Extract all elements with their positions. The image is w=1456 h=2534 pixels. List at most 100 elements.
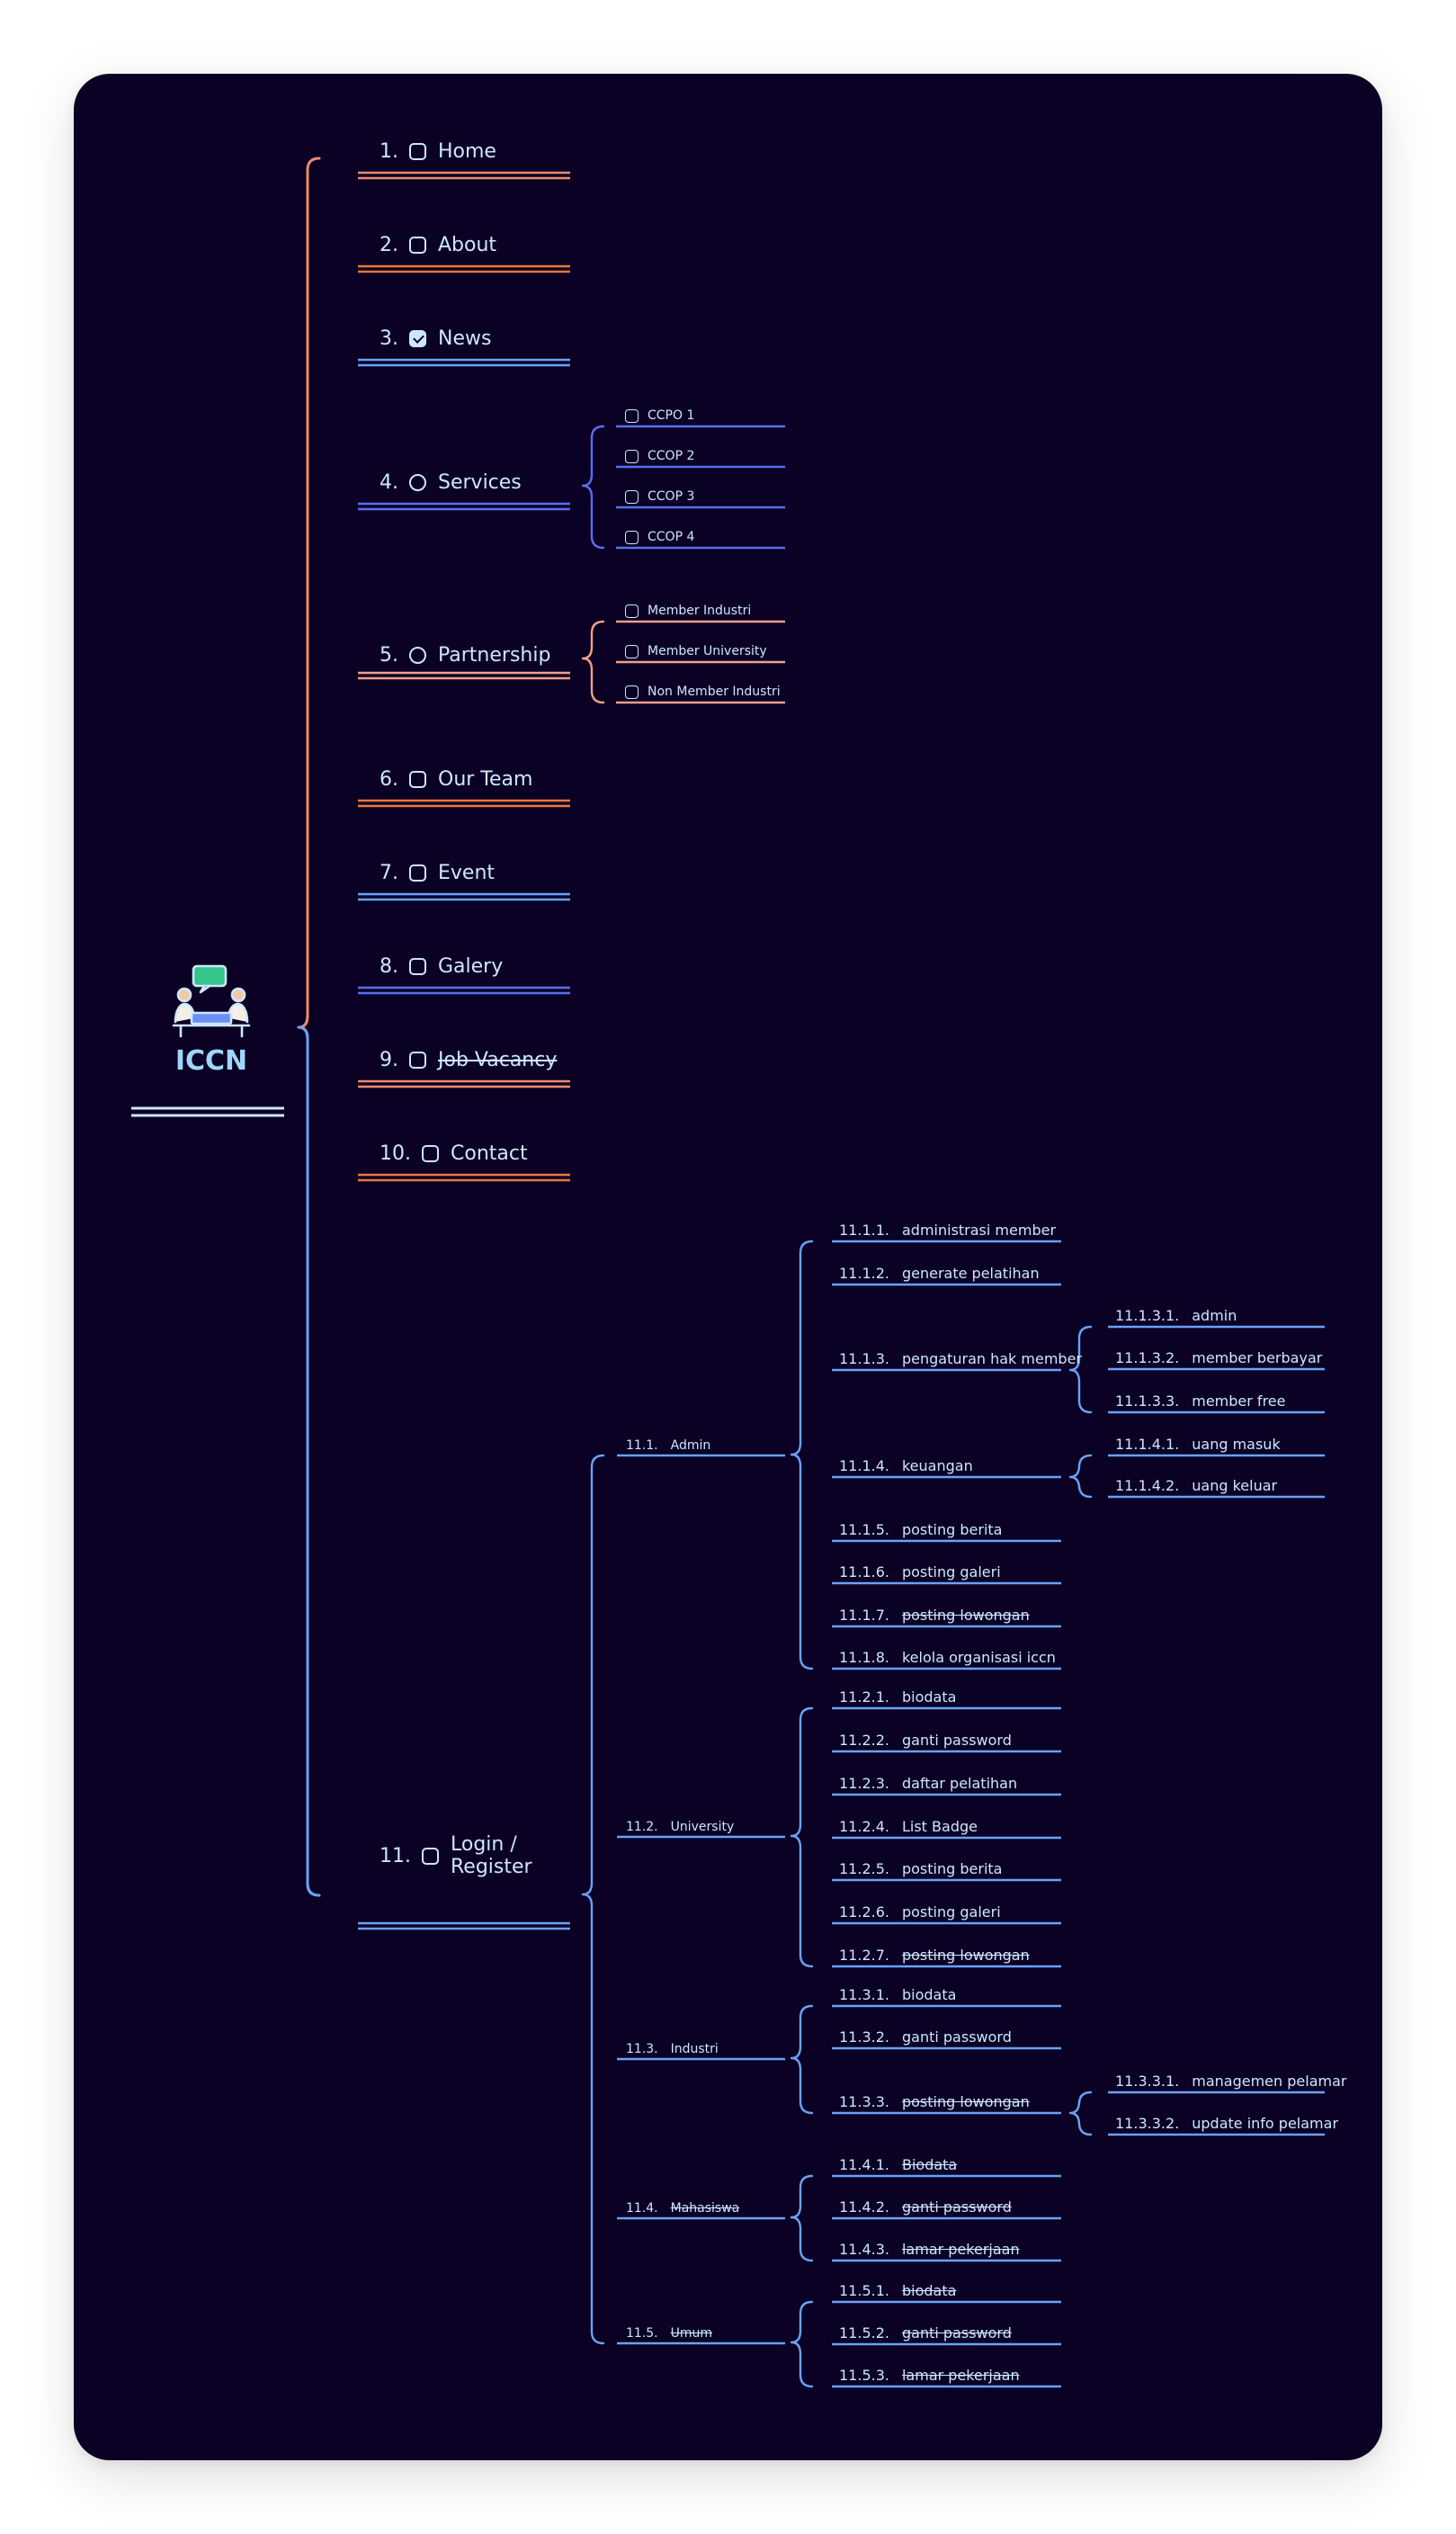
checkbox-icon[interactable] <box>409 958 426 975</box>
option-non-member-industri[interactable]: Non Member Industri <box>625 685 781 699</box>
feature-item[interactable]: 11.4.2.ganti password <box>839 2198 1012 2216</box>
node-number: 11.3.3.2. <box>1115 2115 1180 2132</box>
node-label: Umum <box>670 2326 713 2341</box>
role-mahasiswa[interactable]: 11.4. Mahasiswa <box>626 2201 739 2216</box>
node-label: posting berita <box>901 1521 1003 1538</box>
feature-item[interactable]: 11.2.6.posting galeri <box>839 1903 1001 1921</box>
sub-feature-item[interactable]: 11.1.3.3.member free <box>1115 1392 1285 1410</box>
feature-item[interactable]: 11.2.4.List Badge <box>839 1818 978 1835</box>
sub-feature-item[interactable]: 11.1.4.1. uang masuk <box>1115 1436 1281 1453</box>
role-brace <box>790 2174 814 2262</box>
node-label: administrasi member <box>901 1222 1057 1239</box>
option-ccop-4[interactable]: CCOP 4 <box>625 530 694 544</box>
feature-item[interactable]: 11.2.7.posting lowongan <box>839 1947 1030 1964</box>
feature-item[interactable]: 11.1.4.keuangan <box>839 1457 973 1474</box>
sub-feature-item[interactable]: 11.3.3.2.update info pelamar <box>1115 2115 1338 2132</box>
option-member-university[interactable]: Member University <box>625 644 767 658</box>
menu-item-about[interactable]: 2.About <box>380 234 496 256</box>
node-number: 5. <box>380 644 398 667</box>
feature-item[interactable]: 11.5.2.ganti password <box>839 2324 1012 2341</box>
menu-item-our-team[interactable]: 6.Our Team <box>380 768 532 791</box>
feature-item[interactable]: 11.3.3.posting lowongan <box>839 2093 1030 2110</box>
node-number: 11.1.1. <box>839 1222 889 1239</box>
checkbox-icon[interactable] <box>422 1847 439 1865</box>
option-ccpo-1[interactable]: CCPO 1 <box>625 408 694 423</box>
role-university[interactable]: 11.2.University <box>626 1820 734 1834</box>
menu-item-event[interactable]: 7.Event <box>380 862 495 884</box>
menu-item-news[interactable]: 3.News <box>380 327 491 350</box>
node-number: 11.2.2. <box>839 1732 889 1749</box>
feature-item[interactable]: 11.1.1. administrasi member <box>839 1222 1056 1239</box>
node-label: Mahasiswa <box>670 2201 740 2216</box>
role-admin[interactable]: 11.1.Admin <box>626 1438 710 1453</box>
sub-feature-item[interactable]: 11.1.3.2.member berbayar <box>1115 1349 1322 1366</box>
feature-item[interactable]: 11.2.5.posting berita <box>839 1860 1002 1877</box>
node-number: 11.1.7. <box>839 1607 889 1624</box>
menu-item-galery[interactable]: 8.Galery <box>380 955 503 978</box>
sub-feature-item[interactable]: 11.3.3.1.managemen pelamar <box>1115 2073 1346 2090</box>
menu-item-login-register[interactable]: 11.Login / Register <box>380 1833 549 1879</box>
feature-item[interactable]: 11.1.8.kelola organisasi iccn <box>839 1649 1056 1666</box>
node-label: uang keluar <box>1192 1477 1278 1494</box>
checkbox-icon[interactable] <box>409 771 426 788</box>
checkbox-icon[interactable] <box>625 408 639 423</box>
menu-item-partnership[interactable]: 5.Partnership <box>380 644 550 667</box>
checkbox-icon[interactable] <box>625 489 639 504</box>
checkbox-icon[interactable] <box>409 864 426 882</box>
feature-brace <box>1068 1454 1093 1499</box>
node-number: 11.1.4.1. <box>1115 1436 1180 1453</box>
node-label: keuangan <box>901 1457 973 1474</box>
feature-item[interactable]: 11.1.7.posting lowongan <box>839 1607 1030 1624</box>
feature-item[interactable]: 11.1.3.pengaturan hak member <box>839 1350 1082 1367</box>
checkbox-icon[interactable] <box>625 530 639 544</box>
checkbox-icon[interactable] <box>409 1052 426 1069</box>
feature-item[interactable]: 11.1.6.posting galeri <box>839 1563 1001 1580</box>
checkbox-icon[interactable] <box>625 449 639 463</box>
menu-item-job-vacancy[interactable]: 9.Job Vacancy <box>380 1049 557 1071</box>
node-number: 11.2.4. <box>839 1818 889 1835</box>
checkbox-checked-icon[interactable] <box>409 330 426 347</box>
node-label: ganti password <box>901 2028 1012 2046</box>
radio-circle-icon[interactable] <box>409 647 426 664</box>
feature-item[interactable]: 11.4.1.Biodata <box>839 2156 957 2173</box>
meeting-people-icon <box>172 964 251 1038</box>
menu-item-home[interactable]: 1.Home <box>380 140 496 163</box>
menu-item-contact[interactable]: 10.Contact <box>380 1142 528 1165</box>
node-number: 11.3.1. <box>839 1986 889 2003</box>
node-label: admin <box>1192 1307 1237 1324</box>
checkbox-icon[interactable] <box>625 604 639 618</box>
feature-item[interactable]: 11.5.1.biodata <box>839 2282 956 2299</box>
node-number: 4. <box>380 471 398 494</box>
checkbox-icon[interactable] <box>625 644 639 658</box>
sub-brace <box>581 620 605 704</box>
checkbox-icon[interactable] <box>422 1145 439 1162</box>
feature-item[interactable]: 11.2.1.biodata <box>839 1688 956 1706</box>
checkbox-icon[interactable] <box>409 237 426 254</box>
feature-item[interactable]: 11.1.5.posting berita <box>839 1521 1002 1538</box>
sub-feature-item[interactable]: 11.1.3.1. admin <box>1115 1307 1237 1324</box>
menu-item-services[interactable]: 4.Services <box>380 471 522 494</box>
feature-item[interactable]: 11.2.2.ganti password <box>839 1732 1012 1749</box>
node-number: 11.4.1. <box>839 2156 889 2173</box>
feature-item[interactable]: 11.4.3.lamar pekerjaan <box>839 2241 1020 2258</box>
sub-feature-item[interactable]: 11.1.4.2.uang keluar <box>1115 1477 1277 1494</box>
feature-item[interactable]: 11.5.3.lamar pekerjaan <box>839 2367 1020 2384</box>
role-umum[interactable]: 11.5.Umum <box>626 2326 712 2341</box>
feature-item[interactable]: 11.3.1.biodata <box>839 1986 956 2003</box>
node-number: 11.4. <box>626 2201 658 2216</box>
feature-item[interactable]: 11.1.2.generate pelatihan <box>839 1265 1040 1282</box>
option-member-industri[interactable]: Member Industri <box>625 604 751 618</box>
node-label: posting lowongan <box>901 1947 1030 1964</box>
checkbox-icon[interactable] <box>409 143 426 160</box>
role-industri[interactable]: 11.3.Industri <box>626 2042 719 2056</box>
radio-circle-icon[interactable] <box>409 474 426 491</box>
node-label: News <box>438 327 492 350</box>
checkbox-icon[interactable] <box>625 685 639 699</box>
feature-item[interactable]: 11.3.2.ganti password <box>839 2028 1012 2046</box>
node-label: uang masuk <box>1192 1436 1281 1453</box>
feature-item[interactable]: 11.2.3.daftar pelatihan <box>839 1775 1017 1792</box>
option-ccop-3[interactable]: CCOP 3 <box>625 489 694 504</box>
node-number: 11.1.3.1. <box>1115 1307 1180 1324</box>
option-ccop-2[interactable]: CCOP 2 <box>625 449 694 463</box>
